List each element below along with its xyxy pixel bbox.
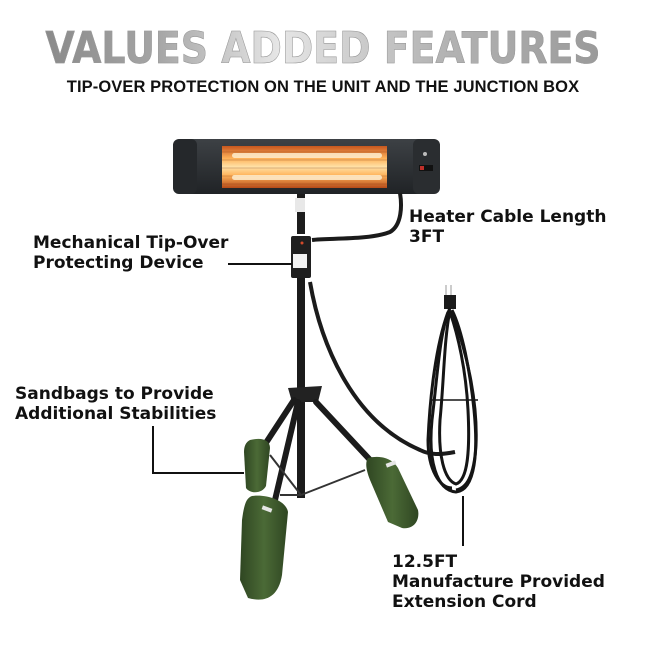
callout-sandbags-line2: Additional Stabilities	[15, 404, 217, 424]
leader-line-sandbags-horizontal	[152, 472, 244, 474]
headline: VALUES ADDED FEATURES	[45, 23, 601, 74]
callout-tip-over-line2: Protecting Device	[33, 253, 204, 273]
heater-unit	[173, 139, 440, 194]
tripod-legs	[255, 397, 375, 503]
callout-extension-cord-line2: Manufacture Provided	[392, 572, 605, 592]
leader-line-sandbags-vertical	[152, 426, 154, 473]
callout-extension-cord-line3: Extension Cord	[392, 592, 537, 612]
callout-tip-over: Mechanical Tip-Over Protecting Device	[33, 233, 228, 273]
callout-sandbags: Sandbags to Provide Additional Stabiliti…	[15, 384, 216, 424]
leader-line-tip-over	[228, 263, 292, 265]
callout-tip-over-line1: Mechanical Tip-Over	[33, 233, 229, 253]
extension-cord	[426, 285, 478, 494]
leader-line-extension-cord	[462, 496, 464, 546]
callout-heater-cable-line1: Heater Cable Length	[409, 207, 607, 227]
sandbags	[240, 438, 419, 600]
junction-box	[291, 236, 311, 278]
callout-extension-cord: 12.5FT Manufacture Provided Extension Co…	[392, 552, 605, 612]
subheadline: TIP-OVER PROTECTION ON THE UNIT AND THE …	[66, 78, 580, 96]
callout-heater-cable: Heater Cable Length 3FT	[409, 207, 606, 247]
callout-heater-cable-line2: 3FT	[409, 227, 445, 247]
callout-extension-cord-line1: 12.5FT	[392, 552, 458, 572]
callout-sandbags-line1: Sandbags to Provide	[15, 384, 214, 404]
